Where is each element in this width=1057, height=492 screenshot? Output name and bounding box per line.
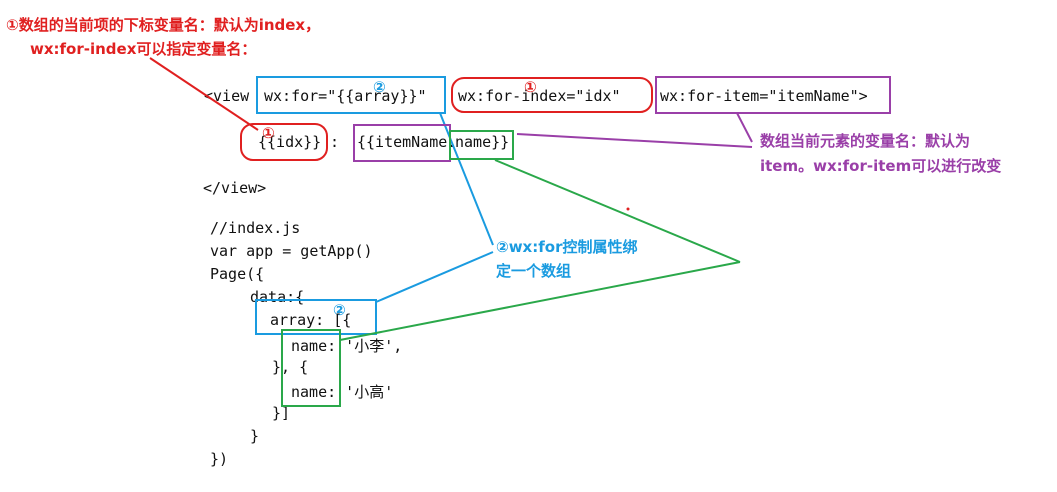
js-line-name2: name: '小高' bbox=[291, 383, 394, 401]
js-line-array: array: [{ bbox=[270, 311, 352, 329]
blue-connector-top bbox=[439, 112, 494, 246]
red-connector bbox=[149, 57, 259, 131]
js-line-getapp: var app = getApp() bbox=[210, 242, 373, 260]
js-line-data-close: } bbox=[250, 427, 260, 445]
view-close-tag: </view> bbox=[203, 179, 267, 197]
blue-box-array bbox=[255, 299, 377, 335]
red-box-idx bbox=[240, 123, 328, 161]
blue-box-wx-for bbox=[256, 76, 446, 114]
purple-box-wx-for-item bbox=[655, 76, 891, 114]
wx-for-attr: wx:for="{{array}}" bbox=[264, 87, 427, 105]
marker-2-array: ② bbox=[333, 301, 346, 319]
green-connector-bottom bbox=[339, 261, 741, 341]
js-line-data: data:{ bbox=[250, 288, 305, 306]
wx-for-item-attr: wx:for-item="itemName"> bbox=[660, 87, 868, 105]
idx-expression: {{idx}} bbox=[258, 133, 322, 151]
purple-connector-top bbox=[736, 112, 753, 143]
js-line-page-close: }) bbox=[210, 450, 229, 468]
wx-for-index-attr: wx:for-index="idx" bbox=[458, 87, 621, 105]
marker-1-idx: ① bbox=[262, 124, 275, 142]
purple-box-item-name bbox=[353, 124, 451, 162]
js-line-name1: name: '小李', bbox=[291, 337, 403, 355]
item-name-field: name}} bbox=[455, 133, 510, 151]
purple-connector-side bbox=[516, 133, 753, 148]
item-name-expression: {{itemName. bbox=[357, 133, 457, 151]
marker-1-template: ① bbox=[524, 78, 537, 96]
stray-dot bbox=[626, 207, 630, 211]
index-note-line1: ①数组的当前项的下标变量名：默认为index， bbox=[6, 16, 321, 34]
green-connector-top bbox=[494, 159, 741, 263]
blue-connector-bottom bbox=[375, 251, 494, 303]
colon: : bbox=[330, 133, 340, 151]
js-line-comment: //index.js bbox=[210, 219, 301, 237]
green-box-name-field bbox=[449, 130, 514, 160]
js-line-array-close: }] bbox=[272, 404, 291, 422]
red-box-wx-for-index bbox=[451, 77, 653, 113]
green-box-name-values bbox=[281, 329, 341, 407]
array-note-line2: 定一个数组 bbox=[496, 262, 572, 280]
marker-2-template: ② bbox=[373, 78, 386, 96]
item-note-line2: item。wx:for-item可以进行改变 bbox=[760, 157, 1002, 175]
array-note-line1: ②wx:for控制属性绑 bbox=[496, 238, 638, 256]
index-note-line2: wx:for-index可以指定变量名： bbox=[30, 40, 257, 58]
item-note-line1: 数组当前元素的变量名：默认为 bbox=[760, 132, 971, 150]
js-line-page: Page({ bbox=[210, 265, 265, 283]
